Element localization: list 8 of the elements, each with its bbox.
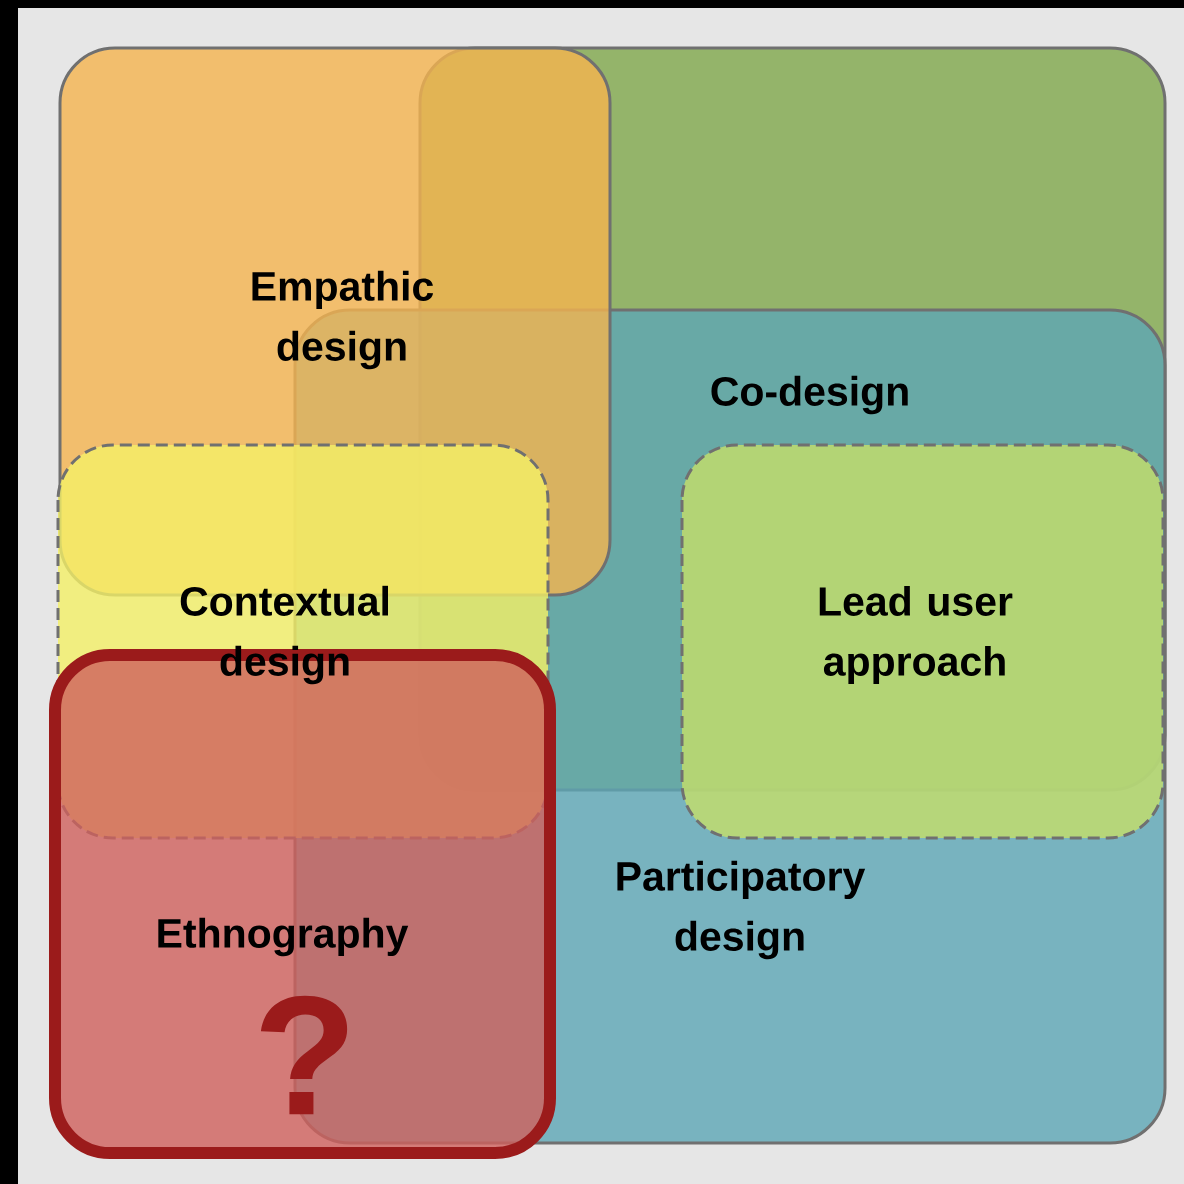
region-label: Co-design [711,375,908,415]
region-label: Ethnography [158,917,409,957]
region-label: Contextual design [180,585,388,685]
region-label: Participatory design [617,860,866,960]
venn-region [680,443,1165,840]
region-label: Empathic design [252,270,434,370]
region-label: Lead user approach [819,585,1013,685]
question-mark: ? [260,995,348,1115]
